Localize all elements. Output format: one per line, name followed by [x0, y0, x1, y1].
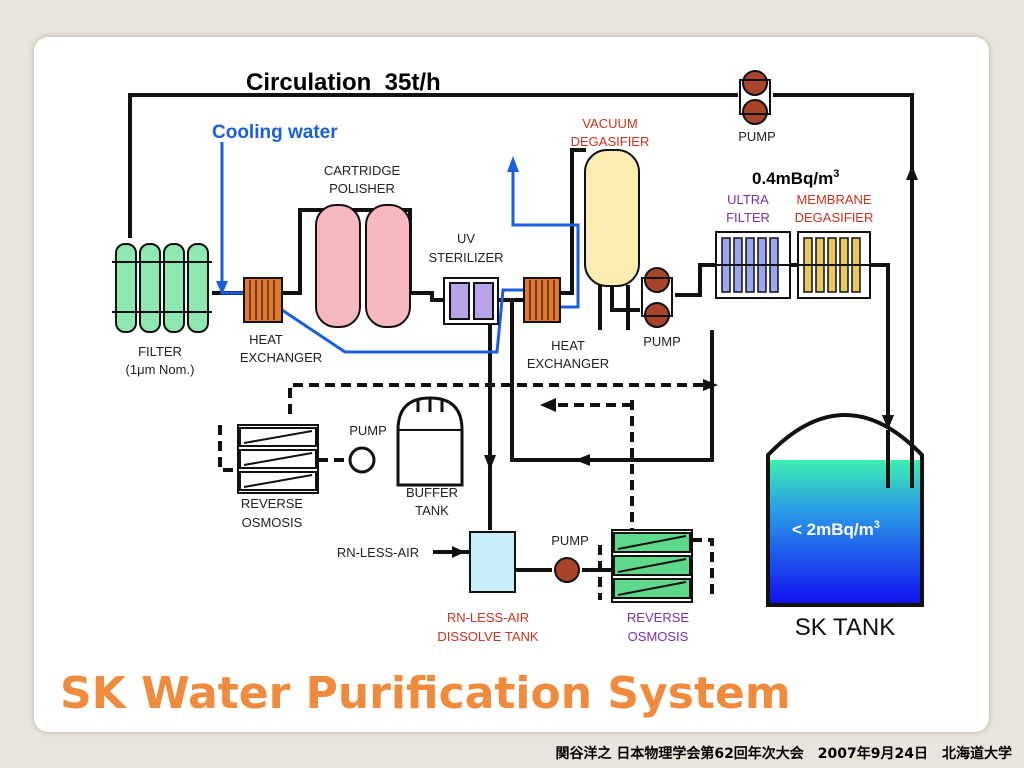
flow-arrows	[452, 165, 918, 558]
pump-top-label: PUMP	[738, 129, 776, 144]
reverse-osmosis-left	[237, 424, 319, 494]
vacuum-degasifier-label-2: DEGASIFIER	[571, 134, 650, 149]
heat-exchanger-left-label-2: EXCHANGER	[240, 350, 322, 365]
reverse-osmosis-left-label-1: REVERSE	[241, 496, 303, 511]
vacuum-degasifier-label-1: VACUUM	[582, 116, 637, 131]
dissolve-tank-label-1: RN-LESS-AIR	[447, 610, 529, 625]
buffer-tank-label-1: BUFFER	[406, 485, 458, 500]
pump-buffer	[348, 446, 376, 474]
cartridge-polisher-label-1: CARTRIDGE	[324, 163, 401, 178]
dissolve-tank	[469, 531, 516, 593]
main-piping	[128, 93, 914, 572]
uv-sterilizer	[443, 277, 499, 325]
circulation-label: Circulation 35t/h	[246, 69, 441, 96]
footer-text: 関谷洋之 日本物理学会第62回年次大会 2007年9月24日 北海道大学	[555, 746, 1012, 762]
pump-buffer-label: PUMP	[349, 423, 387, 438]
pump-mid-label: PUMP	[643, 334, 681, 349]
filter-unit	[112, 238, 212, 334]
dissolve-tank-label-2: DISSOLVE TANK	[437, 629, 538, 644]
pump-mid	[641, 267, 673, 328]
ultra-filter-label-1: ULTRA	[727, 192, 769, 207]
membrane-degasifier-label-1: MEMBRANE	[796, 192, 871, 207]
reverse-osmosis-left-label-2: OSMOSIS	[242, 515, 303, 530]
pump-bottom-label: PUMP	[551, 533, 589, 548]
pump-bottom	[554, 557, 580, 583]
membrane-degasifier	[797, 231, 871, 299]
cartridge-polisher	[315, 204, 411, 328]
slide-title: SK Water Purification System	[60, 668, 791, 719]
vacuum-degasifier	[584, 149, 640, 287]
sk-tank	[766, 413, 924, 607]
reverse-osmosis-right	[611, 529, 693, 603]
ultra-filter-label-2: FILTER	[726, 210, 770, 225]
reverse-osmosis-right-label-2: OSMOSIS	[628, 629, 689, 644]
concentration-tank-label: < 2mBq/m3	[792, 519, 880, 539]
heat-exchanger-right	[523, 277, 561, 323]
uv-sterilizer-label-1: UV	[457, 231, 475, 246]
cooling-arrow-down	[216, 281, 228, 295]
heat-exchanger-left	[243, 277, 283, 323]
heat-exchanger-right-label-1: HEAT	[551, 338, 585, 353]
cooling-water-label: Cooling water	[212, 122, 338, 143]
heat-exchanger-left-label-1: HEAT	[249, 332, 283, 347]
buffer-tank	[396, 396, 464, 487]
dashed-arrow-2	[703, 379, 718, 391]
dashed-arrow	[540, 398, 556, 412]
membrane-degasifier-label-2: DEGASIFIER	[795, 210, 874, 225]
rn-less-air-label: RN-LESS-AIR	[337, 545, 419, 560]
ultra-filter	[715, 231, 791, 299]
heat-exchanger-right-label-2: EXCHANGER	[527, 356, 609, 371]
filter-label-1: FILTER	[138, 344, 182, 359]
pump-top	[739, 70, 771, 125]
reverse-osmosis-right-label-1: REVERSE	[627, 610, 689, 625]
concentration-upper-label: 0.4mBq/m3	[752, 168, 839, 188]
buffer-tank-label-2: TANK	[415, 503, 449, 518]
sk-tank-label: SK TANK	[795, 614, 895, 641]
cartridge-polisher-label-2: POLISHER	[329, 181, 395, 196]
filter-label-2: (1μm Nom.)	[126, 362, 195, 377]
cooling-arrow-up	[507, 156, 519, 172]
uv-sterilizer-label-2: STERILIZER	[428, 250, 503, 265]
